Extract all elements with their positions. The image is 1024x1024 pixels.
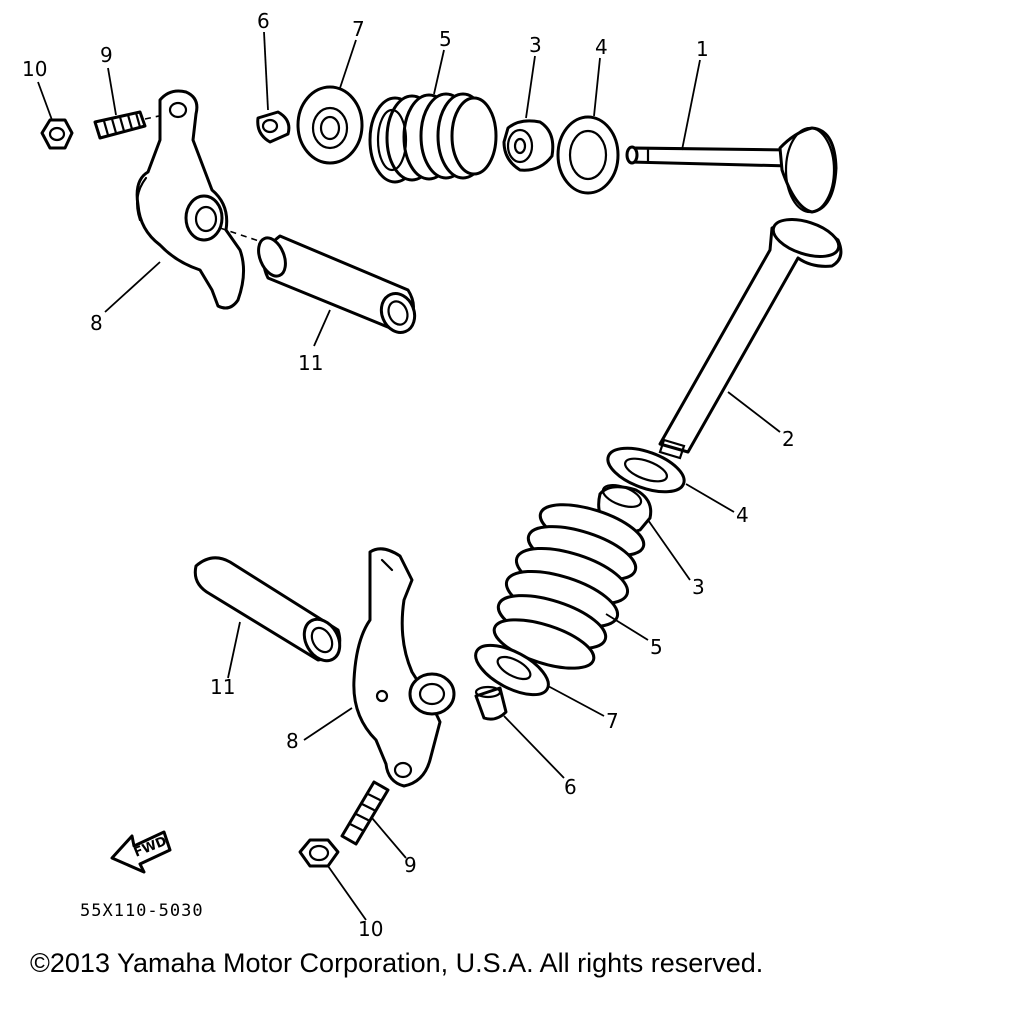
rocker-arm-upper bbox=[135, 89, 269, 310]
spring-retainer-lower bbox=[474, 643, 550, 697]
adjusting-screw-lower bbox=[340, 780, 390, 846]
callout-5-lower: 5 bbox=[650, 635, 663, 659]
callout-2: 2 bbox=[782, 427, 795, 451]
nut-lower bbox=[298, 838, 340, 868]
leader-lines bbox=[37, 31, 781, 921]
callout-numbers: 10 9 6 7 5 3 4 1 8 11 2 4 3 5 7 6 11 8 9… bbox=[22, 9, 795, 941]
spring-retainer-upper bbox=[296, 85, 364, 165]
callout-9-upper: 9 bbox=[100, 43, 113, 67]
callout-9-lower: 9 bbox=[404, 853, 417, 877]
callout-8-lower: 8 bbox=[286, 729, 299, 753]
diagram-code: 55X110-5030 bbox=[80, 901, 204, 921]
spring-seat-lower bbox=[606, 446, 686, 494]
callout-7-lower: 7 bbox=[606, 709, 619, 733]
valve-cotter-lower bbox=[474, 685, 508, 721]
callout-7-upper: 7 bbox=[352, 17, 365, 41]
callout-5-upper: 5 bbox=[439, 27, 452, 51]
callout-6-lower: 6 bbox=[564, 775, 577, 799]
callout-1: 1 bbox=[696, 37, 709, 61]
callout-3-lower: 3 bbox=[692, 575, 705, 599]
callout-4-lower: 4 bbox=[736, 503, 749, 527]
rocker-shaft-upper bbox=[257, 234, 417, 334]
intake-valve bbox=[625, 126, 838, 214]
stem-seal-upper bbox=[502, 119, 555, 172]
valve-cotter-upper bbox=[256, 110, 291, 144]
rocker-arm-lower bbox=[352, 547, 456, 788]
rocker-shaft-lower bbox=[193, 556, 342, 663]
callout-11-lower: 11 bbox=[210, 675, 235, 699]
callout-4-upper: 4 bbox=[595, 35, 608, 59]
valve-spring-upper bbox=[368, 92, 498, 184]
valve-spring-lower bbox=[492, 503, 646, 670]
callout-3-upper: 3 bbox=[529, 33, 542, 57]
callout-11-upper: 11 bbox=[298, 351, 323, 375]
copyright-notice: ©2013 Yamaha Motor Corporation, U.S.A. A… bbox=[30, 948, 764, 978]
exhaust-valve bbox=[658, 218, 843, 460]
nut-upper bbox=[40, 118, 74, 150]
forward-arrow-icon: FWD bbox=[110, 830, 172, 874]
callout-8-upper: 8 bbox=[90, 311, 103, 335]
callout-6-upper: 6 bbox=[257, 9, 270, 33]
spring-seat-upper bbox=[556, 115, 620, 195]
adjusting-screw-upper bbox=[93, 110, 169, 140]
callout-10-lower: 10 bbox=[358, 917, 383, 941]
callout-10-upper: 10 bbox=[22, 57, 47, 81]
